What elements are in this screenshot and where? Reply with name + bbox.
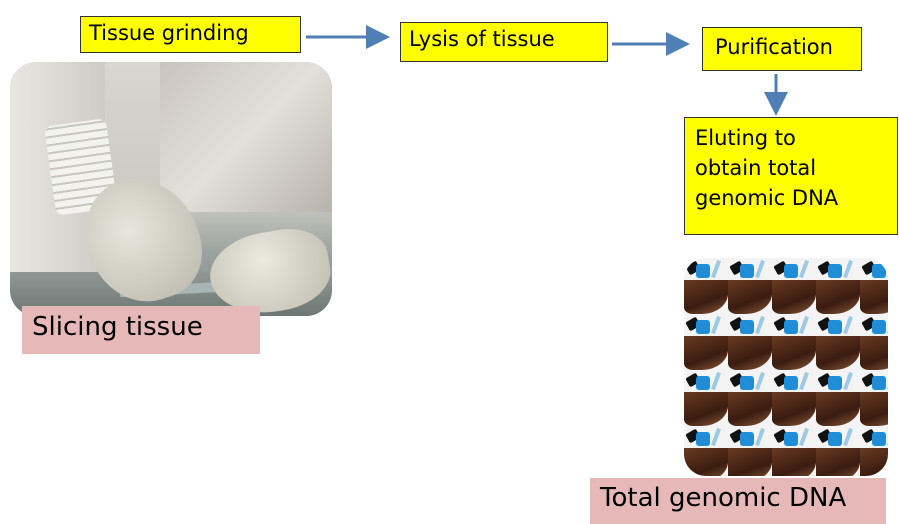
dna-image-tile — [684, 426, 728, 476]
step-purification: Purification — [702, 27, 862, 71]
dna-image-tile — [728, 370, 772, 426]
lab-coat-body — [160, 62, 332, 212]
dna-image-tile — [728, 426, 772, 476]
step-lysis-label: Lysis of tissue — [409, 27, 555, 51]
dna-image-tile — [816, 426, 860, 476]
dna-image-tiles — [684, 258, 888, 476]
dna-image-tile — [860, 426, 888, 476]
step-eluting-line3: genomic DNA — [695, 186, 887, 211]
dna-image-tile — [772, 426, 816, 476]
step-tissue-grinding-label: Tissue grinding — [89, 21, 249, 45]
dna-image-tile — [816, 314, 860, 370]
step-tissue-grinding: Tissue grinding — [80, 16, 301, 53]
dna-image-tile — [860, 314, 888, 370]
caption-slicing-label: Slicing tissue — [32, 312, 203, 342]
step-eluting-line2: obtain total — [695, 156, 887, 181]
caption-total-dna-label: Total genomic DNA — [600, 483, 846, 513]
total-genomic-dna-image — [684, 258, 888, 476]
caption-total-genomic-dna: Total genomic DNA — [590, 478, 886, 524]
dna-image-tile — [860, 370, 888, 426]
dna-image-tile — [684, 370, 728, 426]
dna-image-tile — [684, 258, 728, 314]
dna-image-tile — [772, 258, 816, 314]
dna-image-tile — [816, 258, 860, 314]
dna-image-tile — [816, 370, 860, 426]
dna-image-tile — [772, 314, 816, 370]
step-lysis-of-tissue: Lysis of tissue — [400, 22, 608, 62]
dna-image-tile — [772, 370, 816, 426]
dna-image-tile — [860, 258, 888, 314]
dna-image-tile — [684, 314, 728, 370]
step-eluting: Eluting to obtain total genomic DNA — [684, 117, 898, 235]
slicing-tissue-photo — [10, 62, 332, 316]
dna-image-tile — [728, 314, 772, 370]
step-eluting-line1: Eluting to — [695, 126, 887, 151]
dna-image-tile — [728, 258, 772, 314]
step-purification-label: Purification — [715, 35, 833, 59]
caption-slicing-tissue: Slicing tissue — [22, 306, 260, 354]
